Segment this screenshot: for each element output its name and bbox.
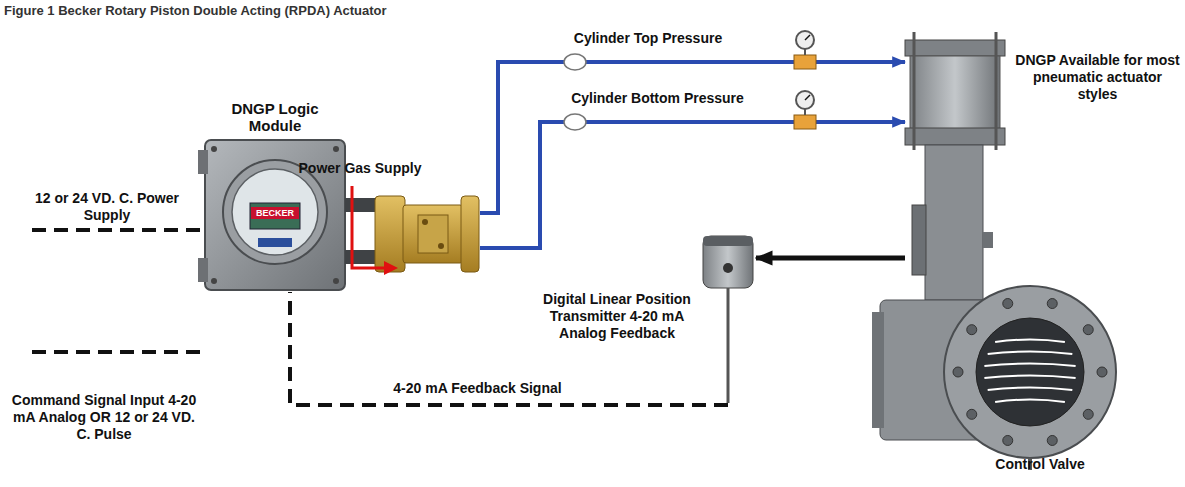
command-signal-label: Command Signal Input 4-20 mA Analog OR 1… xyxy=(6,392,202,443)
trim-slot xyxy=(988,388,1073,391)
pneumatic-actuator xyxy=(905,32,1005,300)
pressure-gauge xyxy=(794,31,816,129)
housing-lug xyxy=(198,150,208,174)
gas-supply-label: Power Gas Supply xyxy=(290,160,430,177)
flange-bolts xyxy=(953,299,1107,446)
screw xyxy=(422,219,428,225)
motion-arrow xyxy=(756,256,905,261)
logic-module: DNGP Logic Module xyxy=(205,100,480,292)
power-supply-label: 12 or 24 VD. C. Power Supply xyxy=(22,190,192,224)
bolt-hole xyxy=(1083,325,1093,335)
gauge-block xyxy=(794,115,816,129)
bolt xyxy=(211,278,217,284)
yoke-plate xyxy=(912,205,926,275)
actuator: DNGP Available for most pneumatic actuat… xyxy=(905,40,1005,300)
figure-title: Figure 1 Becker Rotary Piston Double Act… xyxy=(4,2,387,19)
conduit xyxy=(345,250,377,264)
signal-wire xyxy=(290,292,728,405)
manifold-body xyxy=(461,196,479,272)
bolt-hole xyxy=(1047,435,1057,445)
gauge-dial xyxy=(796,91,814,109)
tie-rod xyxy=(913,32,916,150)
tie-rod xyxy=(995,32,998,150)
transmitter-rod xyxy=(727,288,730,403)
edge-label: Cylinder Top Pressure xyxy=(548,30,748,47)
valve-flange xyxy=(944,286,1116,458)
cylinder-barrel xyxy=(910,56,1000,132)
valve-bore xyxy=(976,318,1084,426)
trim-slot xyxy=(984,376,1075,379)
pressure-line xyxy=(480,122,905,248)
valve-icon xyxy=(564,54,586,70)
transmitter-cap xyxy=(703,236,753,246)
yoke-stop xyxy=(983,232,993,248)
node-label: DNGP Logic Module xyxy=(205,100,345,134)
trim-slots xyxy=(984,340,1075,403)
position-transmitter: Digital Linear Position Transmitter 4-20… xyxy=(700,235,756,405)
gas-supply-line xyxy=(352,186,386,268)
display xyxy=(250,203,300,229)
pressure-line xyxy=(480,62,905,213)
bolt xyxy=(333,278,339,284)
trim-slot xyxy=(988,352,1073,355)
edge-label: 4-20 mA Feedback Signal xyxy=(385,380,570,397)
bolt xyxy=(211,146,217,152)
node-label: Control Valve xyxy=(970,456,1110,473)
bolt-hole xyxy=(953,367,963,377)
bolt xyxy=(333,146,339,152)
transmitter-head xyxy=(703,236,753,288)
valve-bonnet xyxy=(872,312,884,428)
control-valve xyxy=(872,286,1116,470)
bolt-hole xyxy=(1003,435,1013,445)
position-transmitter xyxy=(703,236,753,403)
solenoid-manifold xyxy=(375,196,479,272)
trim-slot xyxy=(995,340,1065,343)
screw xyxy=(438,243,444,249)
trim-slot xyxy=(984,364,1075,367)
cylinder-cap xyxy=(905,128,1005,145)
power-wire xyxy=(32,228,205,232)
valve-cap xyxy=(418,215,448,253)
edge-label: Cylinder Bottom Pressure xyxy=(550,90,765,107)
bolt-hole xyxy=(967,325,977,335)
trim-slot xyxy=(995,400,1065,403)
name-plate xyxy=(258,238,292,247)
gauge-dial xyxy=(796,31,814,49)
bolt-hole xyxy=(1083,409,1093,419)
valve-icon xyxy=(564,114,586,130)
port xyxy=(723,263,733,273)
yoke xyxy=(925,145,983,300)
gauge-block xyxy=(794,55,816,69)
conduit xyxy=(345,198,377,212)
cylinder-cap xyxy=(905,40,1005,56)
gauge-needle xyxy=(805,35,810,40)
node-label: DNGP Available for most pneumatic actuat… xyxy=(1015,52,1180,103)
window-glass xyxy=(232,169,318,255)
bolt-hole xyxy=(1047,299,1057,309)
bolt-hole xyxy=(967,409,977,419)
housing-lug xyxy=(198,258,208,282)
bolt-hole xyxy=(1097,367,1107,377)
bolt-hole xyxy=(1003,299,1013,309)
gauge-needle xyxy=(805,95,810,100)
gas-supply-arrowhead xyxy=(384,261,398,275)
manifold-body xyxy=(375,196,405,272)
manifold-body xyxy=(403,205,463,263)
node-label: Digital Linear Position Transmitter 4-20… xyxy=(542,291,692,342)
command-wire xyxy=(32,350,205,354)
control-valve: Control Valve xyxy=(870,296,1120,456)
brand-logo: BECKER xyxy=(251,207,299,219)
